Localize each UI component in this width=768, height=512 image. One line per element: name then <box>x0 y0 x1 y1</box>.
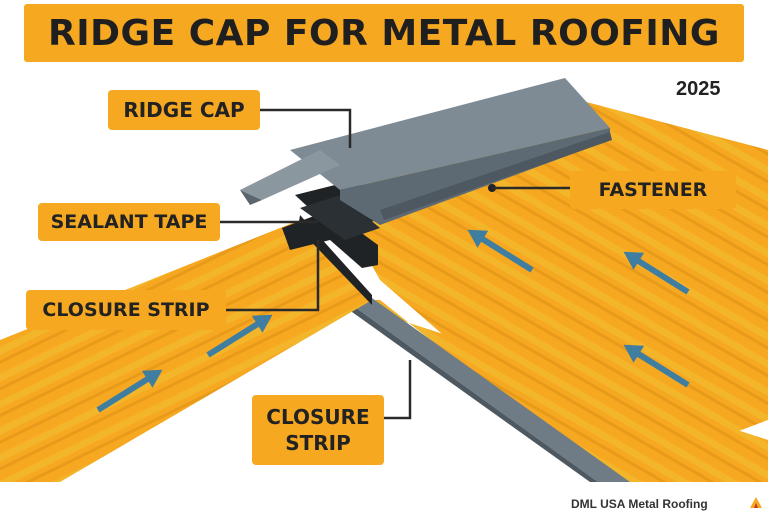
arrow-up-left-icon <box>623 251 690 295</box>
closure-strip-block-top <box>300 195 380 240</box>
ridge-cap-left-face <box>240 190 262 205</box>
arrow-up-left-icon <box>623 344 690 388</box>
leader-closure-strip-left <box>226 240 320 312</box>
label-closure-strip-bottom: CLOSURE STRIP <box>252 395 384 465</box>
ridge-cap-top <box>290 78 610 190</box>
brand-logo-icon <box>750 497 762 508</box>
arrow-up-left-icon <box>467 229 534 273</box>
ridge-cap-edge <box>380 132 612 220</box>
ridge-cap-left-flange <box>240 150 340 200</box>
brand-name: DML USA Metal Roofing <box>571 497 708 511</box>
label-fastener: FASTENER <box>570 171 736 209</box>
lower-right-roof-panel <box>362 300 768 482</box>
label-sealant-tape: SEALANT TAPE <box>38 203 220 241</box>
footer <box>0 482 768 512</box>
page-title: RIDGE CAP FOR METAL ROOFING <box>48 12 720 54</box>
label-ridge-cap: RIDGE CAP <box>108 90 260 130</box>
leader-ridge-cap <box>260 108 352 148</box>
title-banner: RIDGE CAP FOR METAL ROOFING <box>24 4 744 62</box>
leader-closure-strip-bottom <box>384 360 412 420</box>
arrow-up-right-icon <box>206 314 273 358</box>
arrow-up-right-icon <box>96 369 163 413</box>
bottom-closure-strip <box>345 298 630 482</box>
bottom-closure-strip-shade <box>345 300 598 482</box>
year-label: 2025 <box>676 78 721 100</box>
closure-strip-block <box>282 210 378 268</box>
label-closure-strip-left: CLOSURE STRIP <box>26 290 226 330</box>
left-roof-panel <box>0 220 372 482</box>
